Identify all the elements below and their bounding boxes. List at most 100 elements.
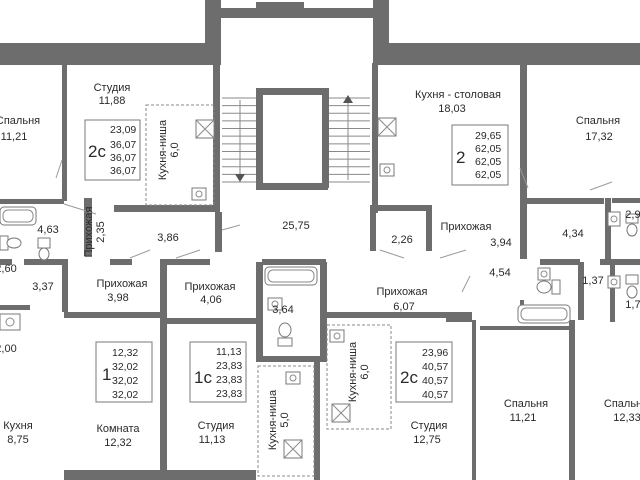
svg-text:62,05: 62,05 bbox=[475, 143, 501, 155]
room-area: 17,32 bbox=[585, 131, 613, 143]
room-name: Прихожая bbox=[185, 281, 236, 293]
room-area: 2,60 bbox=[0, 263, 17, 275]
svg-text:23,09: 23,09 bbox=[110, 124, 136, 136]
sink-icon bbox=[285, 371, 301, 385]
room-area: 12,75 bbox=[413, 434, 441, 446]
room-name: Прихожая bbox=[97, 278, 148, 290]
apartment-label: 2с 23,09 36,07 36,07 36,07 bbox=[88, 124, 136, 177]
svg-text:23,96: 23,96 bbox=[422, 347, 448, 359]
room-area: 6,07 bbox=[393, 301, 414, 313]
room-area: 4,54 bbox=[489, 267, 510, 279]
svg-text:1: 1 bbox=[102, 365, 111, 384]
apartment-label: 2с 23,96 40,57 40,57 40,57 bbox=[400, 347, 448, 401]
svg-text:40,57: 40,57 bbox=[422, 389, 448, 401]
room-name: Спальня bbox=[0, 115, 40, 127]
toilet-icon bbox=[625, 213, 639, 237]
room-area: 11,88 bbox=[99, 95, 126, 107]
svg-text:1с: 1с bbox=[194, 368, 212, 387]
room-name: Прихожая bbox=[83, 206, 95, 257]
room-area: 3,64 bbox=[272, 304, 293, 316]
room-area: 4,63 bbox=[37, 224, 58, 236]
room-area: 11,21 bbox=[1, 131, 28, 143]
stair-arrow-up-icon bbox=[343, 95, 353, 103]
room-area: 25,75 bbox=[282, 220, 310, 232]
stair-arrow-down-icon bbox=[235, 174, 245, 182]
fixtures bbox=[0, 104, 639, 477]
svg-text:62,05: 62,05 bbox=[475, 156, 501, 168]
room-name: Спальня bbox=[504, 398, 548, 410]
room-area: 6,0 bbox=[169, 142, 181, 157]
room-name: Кухня bbox=[3, 420, 32, 432]
room-area: 2,00 bbox=[0, 343, 17, 355]
svg-text:2с: 2с bbox=[88, 142, 106, 161]
sink-icon bbox=[379, 163, 395, 177]
bathtub-icon bbox=[264, 266, 318, 286]
svg-text:32,02: 32,02 bbox=[112, 361, 138, 373]
sink-icon bbox=[607, 211, 621, 227]
toilet-icon bbox=[277, 322, 293, 347]
ventilation-shaft-icon bbox=[283, 439, 303, 459]
room-area: 3,37 bbox=[32, 281, 53, 293]
room-area: 5,0 bbox=[279, 412, 291, 427]
svg-text:29,65: 29,65 bbox=[475, 130, 501, 142]
room-area: 18,03 bbox=[438, 103, 466, 115]
bathtub-icon bbox=[0, 206, 37, 226]
toilet-icon bbox=[625, 274, 639, 299]
room-name: Кухня-ниша bbox=[347, 341, 359, 402]
room-name: Студия bbox=[94, 82, 131, 94]
svg-text:40,57: 40,57 bbox=[422, 361, 448, 373]
svg-text:23,83: 23,83 bbox=[216, 374, 242, 386]
room-area: 2,97 bbox=[625, 209, 640, 221]
apartment-label: 1с 11,13 23,83 23,83 23,83 bbox=[194, 346, 242, 400]
room-name: Студия bbox=[198, 420, 235, 432]
apartment-info: 2с 23,09 36,07 36,07 36,07 2 29,65 62,05… bbox=[88, 124, 501, 401]
room-area: 4,34 bbox=[562, 228, 583, 240]
room-name: Спальня bbox=[576, 115, 620, 127]
svg-text:2: 2 bbox=[456, 148, 465, 167]
sink-icon bbox=[329, 329, 345, 343]
room-name: Спальня bbox=[604, 398, 640, 410]
room-area: 1,37 bbox=[582, 275, 603, 287]
room-area: 11,21 bbox=[510, 412, 537, 424]
room-name: Кухня - столовая bbox=[415, 89, 501, 101]
room-labels: Спальня 11,21 Студия 11,88 Кухня-ниша 6,… bbox=[0, 82, 640, 450]
sink-icon bbox=[537, 267, 551, 281]
svg-text:36,07: 36,07 bbox=[110, 165, 136, 177]
ventilation-shaft-icon bbox=[377, 117, 397, 137]
toilet-icon bbox=[536, 279, 561, 295]
room-area: 1,72 bbox=[625, 299, 640, 311]
room-name: Комната bbox=[96, 423, 140, 435]
room-name: Кухня-ниша bbox=[157, 119, 169, 180]
ventilation-shaft-icon bbox=[331, 403, 351, 423]
room-area: 2,26 bbox=[391, 234, 412, 246]
svg-text:62,05: 62,05 bbox=[475, 169, 501, 181]
toilet-icon bbox=[0, 235, 22, 251]
bathtub-icon bbox=[517, 304, 571, 324]
room-area: 6,0 bbox=[359, 364, 371, 379]
room-area: 3,98 bbox=[107, 292, 128, 304]
svg-text:40,57: 40,57 bbox=[422, 375, 448, 387]
svg-text:36,07: 36,07 bbox=[110, 139, 136, 151]
sink-icon bbox=[0, 313, 21, 331]
svg-text:23,83: 23,83 bbox=[216, 360, 242, 372]
room-name: Студия bbox=[411, 420, 448, 432]
room-area: 4,06 bbox=[200, 294, 221, 306]
room-area: 12,32 bbox=[104, 437, 132, 449]
ventilation-shaft-icon bbox=[195, 119, 215, 139]
toilet-icon bbox=[37, 237, 51, 261]
room-name: Прихожая bbox=[377, 286, 428, 298]
sink-icon bbox=[191, 187, 207, 201]
room-area: 12,33 bbox=[613, 412, 640, 424]
sink-icon bbox=[267, 297, 283, 311]
sink-icon bbox=[607, 275, 621, 289]
room-name: Прихожая bbox=[441, 221, 492, 233]
room-area: 11,13 bbox=[199, 434, 226, 446]
svg-text:36,07: 36,07 bbox=[110, 152, 136, 164]
room-name: Кухня-ниша bbox=[267, 389, 279, 450]
room-area: 3,94 bbox=[490, 237, 511, 249]
apartment-label: 2 29,65 62,05 62,05 62,05 bbox=[456, 130, 501, 181]
svg-text:11,13: 11,13 bbox=[216, 346, 242, 358]
room-area: 8,75 bbox=[7, 434, 28, 446]
